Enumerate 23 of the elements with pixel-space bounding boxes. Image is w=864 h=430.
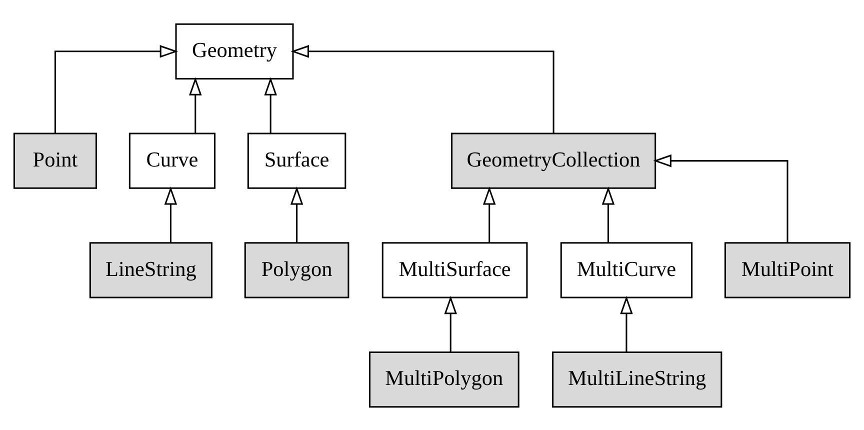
node-box: LineString bbox=[89, 242, 212, 298]
arrow bbox=[653, 154, 788, 242]
node-box: Curve bbox=[128, 132, 216, 188]
arrow bbox=[290, 186, 304, 242]
arrow bbox=[54, 44, 178, 133]
node-box: MultiPoint bbox=[724, 242, 851, 298]
node-box: MultiLineString bbox=[552, 350, 722, 408]
arrow bbox=[164, 186, 178, 242]
node-box: MultiSurface bbox=[382, 242, 528, 298]
node-box: GeometryCollection bbox=[451, 132, 656, 188]
arrow bbox=[189, 76, 202, 133]
arrow bbox=[444, 295, 457, 352]
arrow bbox=[482, 186, 496, 242]
node-box: Polygon bbox=[244, 242, 350, 298]
node-box: Geometry bbox=[175, 22, 294, 80]
node-box: Surface bbox=[247, 132, 346, 188]
arrow bbox=[602, 186, 615, 242]
arrow bbox=[620, 295, 633, 352]
arrow bbox=[290, 44, 554, 133]
node-box: Point bbox=[13, 132, 97, 188]
node-box: MultiCurve bbox=[560, 242, 693, 298]
arrow bbox=[264, 76, 277, 133]
node-box: MultiPolygon bbox=[368, 350, 520, 408]
